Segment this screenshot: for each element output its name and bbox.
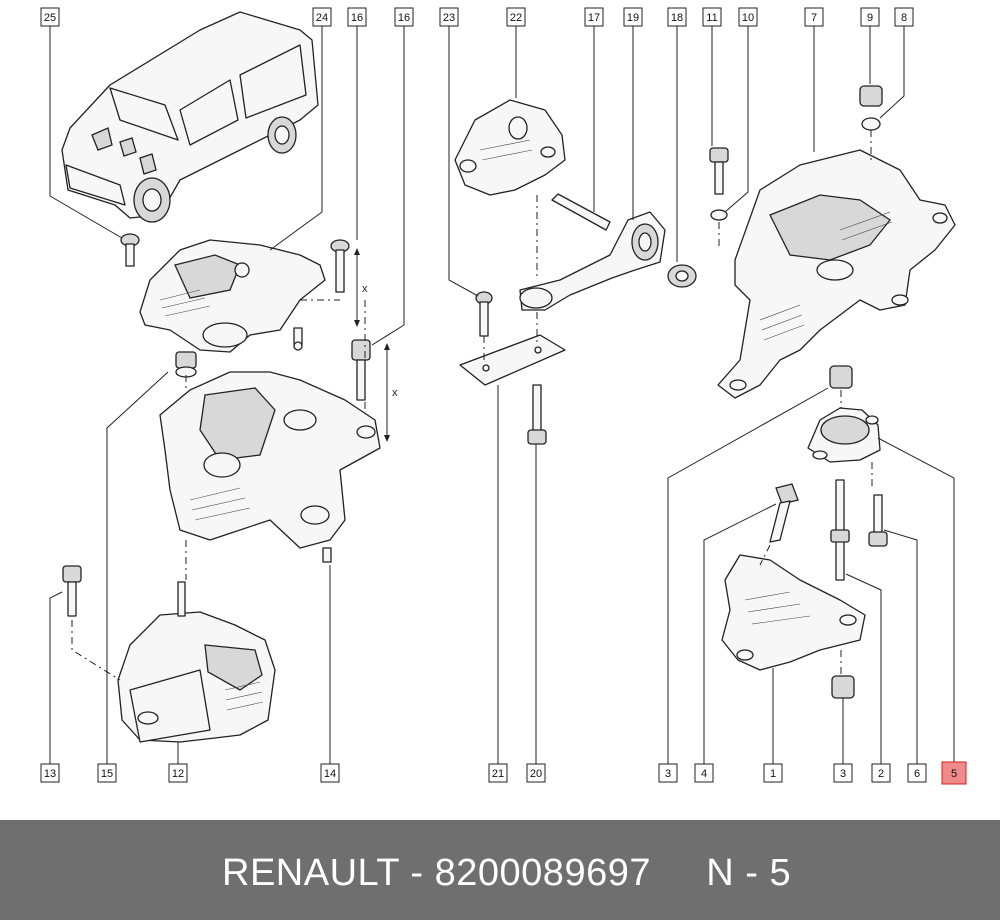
dimension-x-upper: x: [354, 248, 368, 327]
nut-15: [175, 351, 197, 378]
bolt-25: [120, 233, 140, 267]
nut-3-upper: [829, 365, 853, 389]
pin-near-mount: [293, 327, 303, 351]
part-number: 8200089697: [434, 852, 651, 894]
svg-text:12: 12: [172, 768, 184, 780]
callout-11: 11: [702, 7, 722, 27]
svg-text:8: 8: [901, 12, 907, 24]
svg-text:7: 7: [811, 12, 817, 24]
svg-text:19: 19: [627, 12, 639, 24]
stud-2: [830, 479, 850, 581]
dimension-x-lower: x: [384, 343, 398, 442]
callout-10: 10: [738, 7, 758, 27]
callout-3-right: 3: [833, 763, 853, 783]
svg-text:6: 6: [914, 768, 920, 780]
svg-text:9: 9: [867, 12, 873, 24]
bolt-17: [551, 193, 611, 231]
callout-13: 13: [40, 763, 60, 783]
callout-16-upper: 16: [347, 7, 367, 27]
callout-9: 9: [860, 7, 880, 27]
svg-text:17: 17: [588, 12, 600, 24]
dimension-label-lower: x: [392, 387, 398, 399]
callout-7: 7: [804, 7, 824, 27]
callout-16-lower: 16: [394, 7, 414, 27]
svg-text:16: 16: [351, 12, 363, 24]
svg-text:22: 22: [510, 12, 522, 24]
part-footer-bar: RENAULT - 8200089697 N - 5: [0, 820, 1000, 920]
callout-18: 18: [667, 7, 687, 27]
engine-mount-upper-left: [139, 239, 326, 353]
svg-text:14: 14: [324, 768, 336, 780]
bracket-22: [454, 99, 566, 196]
bolt-23: [475, 291, 493, 337]
svg-text:18: 18: [671, 12, 683, 24]
part-caption: RENAULT - 8200089697 N - 5: [222, 852, 791, 895]
svg-text:15: 15: [101, 768, 113, 780]
nut-3-lower: [831, 675, 855, 699]
callout-17: 17: [584, 7, 604, 27]
callout-4: 4: [694, 763, 714, 783]
svg-text:4: 4: [701, 768, 707, 780]
callout-6: 6: [907, 763, 927, 783]
dimension-label-upper: x: [362, 283, 368, 295]
svg-text:5: 5: [951, 768, 957, 780]
torque-rod-19: [519, 211, 666, 311]
callout-1: 1: [763, 763, 783, 783]
callout-labels: 25 24 16 16 23 22 17 19 18 11 10 7 9 8 1…: [40, 7, 967, 785]
svg-text:20: 20: [530, 768, 542, 780]
stud-20: [527, 384, 547, 445]
callout-3-left: 3: [658, 763, 678, 783]
svg-text:3: 3: [665, 768, 671, 780]
callout-15: 15: [97, 763, 117, 783]
callout-5-highlighted: 5: [941, 761, 967, 785]
bracket-1: [721, 554, 866, 671]
svg-text:23: 23: [443, 12, 455, 24]
callout-23: 23: [439, 7, 459, 27]
callout-21: 21: [488, 763, 508, 783]
plate-21: [459, 334, 566, 386]
svg-text:2: 2: [878, 768, 884, 780]
callout-14: 14: [320, 763, 340, 783]
bolt-4: [769, 483, 799, 543]
svg-text:3: 3: [840, 768, 846, 780]
bolt-13: [62, 565, 82, 617]
gearbox-mount-large: [159, 371, 381, 563]
svg-text:21: 21: [492, 768, 504, 780]
callout-25: 25: [40, 7, 60, 27]
exploded-parts-diagram: x x 25 24: [40, 7, 967, 785]
nut-9: [859, 85, 883, 107]
subframe-7: [717, 149, 956, 399]
svg-text:16: 16: [398, 12, 410, 24]
svg-text:25: 25: [44, 12, 56, 24]
diagram-reference: N - 5: [706, 852, 792, 894]
svg-text:10: 10: [742, 12, 754, 24]
brand-name: RENAULT: [222, 852, 400, 894]
mount-lower-left: [117, 581, 276, 743]
callout-19: 19: [623, 7, 643, 27]
svg-text:11: 11: [706, 12, 717, 24]
callout-12: 12: [168, 763, 188, 783]
rubber-mount-5: [807, 407, 881, 463]
svg-text:24: 24: [316, 12, 328, 24]
assembly-axes: [71, 130, 873, 681]
callout-8: 8: [894, 7, 914, 27]
leader-lines: [49, 26, 955, 764]
bolt-6: [868, 494, 888, 547]
svg-text:1: 1: [770, 768, 776, 780]
bolt-16-lower: [351, 339, 371, 401]
nut-18: [667, 264, 697, 288]
callout-20: 20: [526, 763, 546, 783]
callout-22: 22: [506, 7, 526, 27]
washer-10: [710, 209, 728, 221]
bolt-16-upper: [330, 239, 350, 293]
van-illustration: [61, 11, 319, 223]
bolt-11: [709, 147, 729, 195]
callout-24: 24: [312, 7, 332, 27]
washer-8: [861, 117, 881, 131]
svg-text:13: 13: [44, 768, 56, 780]
caption-separator: -: [399, 852, 435, 894]
callout-2: 2: [871, 763, 891, 783]
